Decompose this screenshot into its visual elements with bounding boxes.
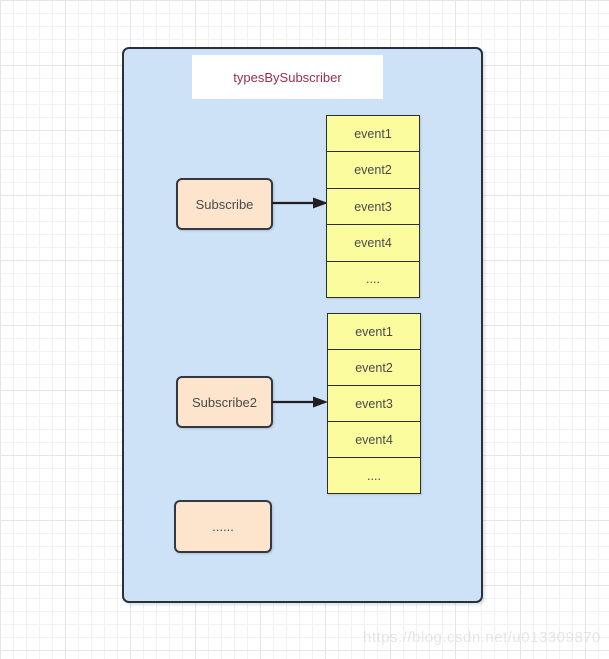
types-by-subscriber-container: typesBySubscriber Subscribe event1 event… bbox=[122, 47, 483, 603]
event-label: .... bbox=[366, 272, 380, 287]
event-cell[interactable]: .... bbox=[327, 262, 419, 297]
subscribe2-box[interactable]: Subscribe2 bbox=[176, 376, 273, 428]
diagram-title-box: typesBySubscriber bbox=[192, 55, 383, 99]
event-cell[interactable]: event2 bbox=[328, 350, 420, 386]
event-cell[interactable]: event3 bbox=[328, 386, 420, 422]
event-list-1: event1 event2 event3 event4 .... bbox=[326, 115, 420, 298]
event-label: event3 bbox=[354, 199, 392, 214]
event-label: event1 bbox=[355, 324, 393, 339]
event-cell[interactable]: event1 bbox=[328, 314, 420, 350]
event-cell[interactable]: event2 bbox=[327, 152, 419, 189]
subscribe2-label: Subscribe2 bbox=[191, 394, 258, 410]
event-cell[interactable]: event1 bbox=[327, 116, 419, 153]
event-list-2: event1 event2 event3 event4 .... bbox=[327, 313, 421, 494]
subscribe-box[interactable]: Subscribe bbox=[176, 178, 273, 230]
event-label: event1 bbox=[354, 126, 392, 141]
event-cell[interactable]: .... bbox=[328, 458, 420, 493]
event-label: event4 bbox=[354, 235, 392, 250]
subscribe-label: Subscribe bbox=[195, 196, 254, 212]
more-subscribers-label: ...... bbox=[212, 519, 234, 534]
event-label: event2 bbox=[355, 360, 393, 375]
diagram-title: typesBySubscriber bbox=[233, 69, 342, 85]
event-cell[interactable]: event3 bbox=[327, 189, 419, 226]
arrow-connector-2 bbox=[272, 396, 328, 408]
event-label: event3 bbox=[355, 396, 393, 411]
more-subscribers-box[interactable]: ...... bbox=[174, 500, 272, 553]
event-label: event2 bbox=[354, 163, 392, 178]
watermark: https://blog.csdn.net/u013309870 bbox=[363, 629, 601, 646]
event-label: .... bbox=[367, 468, 381, 483]
event-label: event4 bbox=[355, 432, 393, 447]
arrow-connector-1 bbox=[272, 197, 328, 209]
event-cell[interactable]: event4 bbox=[327, 225, 419, 262]
event-cell[interactable]: event4 bbox=[328, 422, 420, 458]
